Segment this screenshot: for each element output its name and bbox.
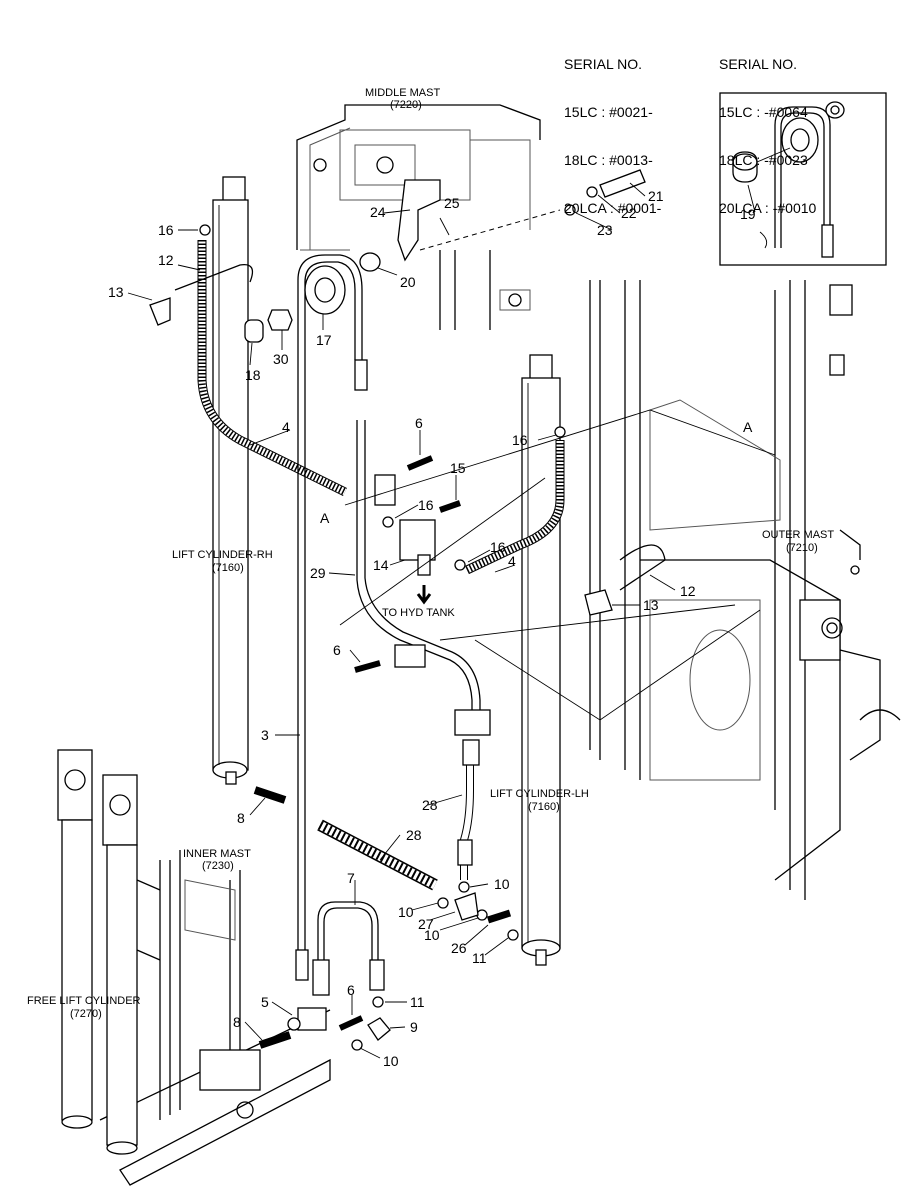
view-a-lines <box>339 409 776 721</box>
label-inner-mast-no: (7230) <box>202 860 234 872</box>
callout-12: 12 <box>680 583 696 599</box>
serial-block-old: SERIAL NO. 15LC : -#0064 18LC : -#0023 2… <box>719 24 816 232</box>
hose-7 <box>312 901 385 996</box>
callout-28: 28 <box>406 827 422 843</box>
label-lift-cylinder-rh: LIFT CYLINDER-RH <box>172 549 273 561</box>
callout-20: 20 <box>400 274 416 290</box>
callout-11: 11 <box>472 950 487 966</box>
callout-4: 4 <box>282 419 290 435</box>
callout-10: 10 <box>383 1053 399 1069</box>
serial-block-new: SERIAL NO. 15LC : #0021- 18LC : #0013- 2… <box>564 24 661 232</box>
serial-old-15lc: 15LC : -#0064 <box>719 104 808 120</box>
hose-4-lh <box>465 440 565 575</box>
callout-16: 16 <box>490 539 506 555</box>
callout-21: 21 <box>648 188 664 204</box>
pipe-29 <box>356 420 481 715</box>
callout-10: 10 <box>494 876 510 892</box>
serial-new-title: SERIAL NO. <box>564 56 643 72</box>
callout-10: 10 <box>398 904 414 920</box>
component-labels: MIDDLE MAST (7220) OUTER MAST (7210) INN… <box>27 87 834 1020</box>
outer-mast <box>589 280 901 900</box>
hose-4-rh <box>197 240 347 497</box>
callout-13: 13 <box>108 284 124 300</box>
callout-8: 8 <box>237 810 245 826</box>
inset-detail <box>719 92 887 266</box>
callout-28: 28 <box>422 797 438 813</box>
callout-3: 3 <box>261 727 269 743</box>
free-lift-cylinders <box>57 749 161 1155</box>
callout-22: 22 <box>621 205 637 221</box>
serial-old-18lc: 18LC : -#0023 <box>719 152 808 168</box>
pipe-3 <box>295 254 368 981</box>
serial-new-20lca: 20LCA : #0001- <box>564 200 662 216</box>
serial-old-20lca: 20LCA : -#0010 <box>719 200 817 216</box>
label-outer-mast: OUTER MAST <box>762 529 834 541</box>
label-middle-mast-no: (7220) <box>390 99 422 111</box>
callout-4: 4 <box>508 553 516 569</box>
callout-numbers: 16 12 13 18 30 17 20 24 25 23 22 21 19 4… <box>108 188 756 1069</box>
label-lift-cylinder-rh-no: (7160) <box>212 562 244 574</box>
leader-lines <box>127 182 756 1059</box>
callout-16: 16 <box>512 432 528 448</box>
callout-17: 17 <box>316 332 332 348</box>
callout-12: 12 <box>158 252 174 268</box>
callout-6: 6 <box>333 642 341 658</box>
label-outer-mast-no: (7210) <box>786 542 818 554</box>
callout-27: 27 <box>418 916 434 932</box>
label-lift-cylinder-lh: LIFT CYLINDER-LH <box>490 788 589 800</box>
label-free-lift-cylinder-no: (7270) <box>70 1008 102 1020</box>
callout-9: 9 <box>410 1019 418 1035</box>
callout-30: 30 <box>273 351 289 367</box>
callout-26: 26 <box>451 940 467 956</box>
callout-15: 15 <box>450 460 466 476</box>
callout-10: 10 <box>424 927 440 943</box>
label-free-lift-cylinder: FREE LIFT CYLINDER <box>27 995 141 1007</box>
callout-13: 13 <box>643 597 659 613</box>
callout-18: 18 <box>245 367 261 383</box>
lift-cylinder-lh <box>521 354 561 966</box>
callout-7: 7 <box>347 870 355 886</box>
label-middle-mast: MIDDLE MAST <box>365 87 440 99</box>
callout-25: 25 <box>444 195 460 211</box>
serial-new-15lc: 15LC : #0021- <box>564 104 653 120</box>
hose-28-upper <box>457 739 480 880</box>
label-to-hyd-tank: TO HYD TANK <box>382 607 455 619</box>
serial-old-title: SERIAL NO. <box>719 56 798 72</box>
callout-24: 24 <box>370 204 386 220</box>
lift-cylinder-rh <box>212 176 249 785</box>
callout-6: 6 <box>347 982 355 998</box>
callout-29: 29 <box>310 565 326 581</box>
callout-23: 23 <box>597 222 613 238</box>
serial-new-18lc: 18LC : #0013- <box>564 152 653 168</box>
callout-8: 8 <box>233 1014 241 1030</box>
label-view-a-left: A <box>320 510 330 526</box>
inner-mast <box>99 850 331 1186</box>
callout-5: 5 <box>261 994 269 1010</box>
callout-14: 14 <box>373 557 389 573</box>
callout-16: 16 <box>418 497 434 513</box>
hose-28-lower <box>317 819 438 891</box>
callout-11: 11 <box>410 994 425 1010</box>
parts <box>149 169 666 1051</box>
callout-6: 6 <box>415 415 423 431</box>
label-lift-cylinder-lh-no: (7160) <box>528 801 560 813</box>
label-view-a-right: A <box>743 419 753 435</box>
label-inner-mast: INNER MAST <box>183 848 251 860</box>
callout-19: 19 <box>740 206 756 222</box>
callout-16: 16 <box>158 222 174 238</box>
